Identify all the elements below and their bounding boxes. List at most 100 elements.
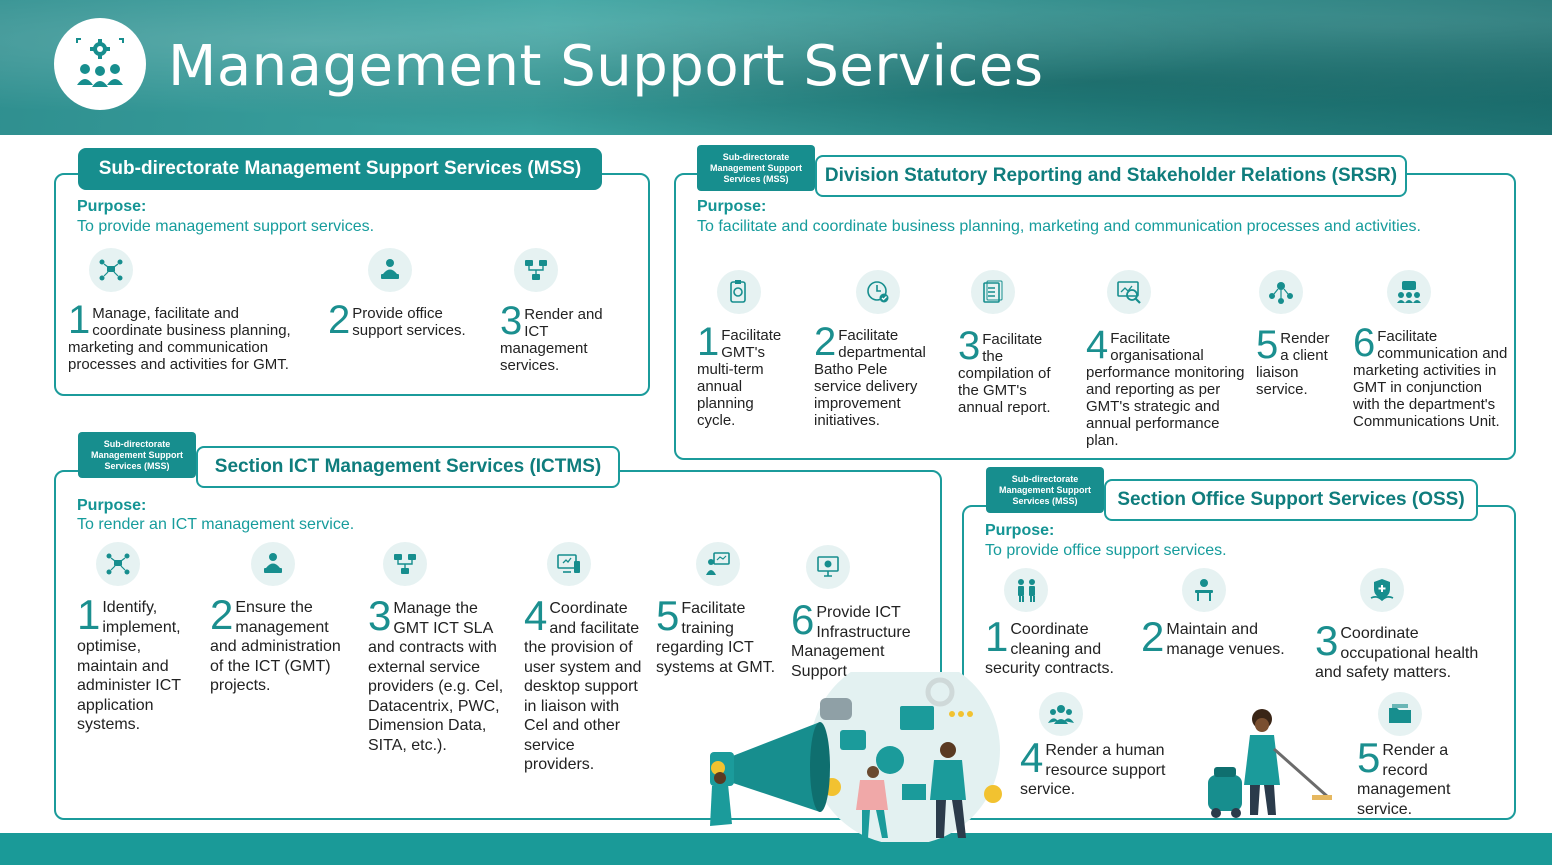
ictms-item-6-text: Provide ICT Infrastructure Management Su… bbox=[791, 604, 911, 680]
mss-item-3-text: Render and ICT management services. bbox=[500, 306, 603, 374]
ictms-item-3-number: 3 bbox=[368, 592, 392, 639]
mss-purpose-text: To provide management support services. bbox=[77, 218, 375, 235]
mss-item-1-text: Manage, facilitate and coordinate busine… bbox=[68, 305, 291, 373]
srsr-item-1-number: 1 bbox=[697, 320, 720, 364]
srsr-item-6-number: 6 bbox=[1353, 321, 1376, 365]
oss-purpose-label: Purpose: bbox=[985, 522, 1055, 539]
srsr-item-5-number: 5 bbox=[1256, 323, 1279, 367]
oss-item-2-number: 2 bbox=[1141, 613, 1165, 660]
health-safety-icon bbox=[1360, 568, 1404, 612]
srsr-item-2-number: 2 bbox=[814, 320, 837, 364]
srsr-purpose-text: To facilitate and coordinate business pl… bbox=[697, 218, 1421, 235]
oss-item-1-number: 1 bbox=[985, 613, 1009, 660]
ictms-item-6-number: 6 bbox=[791, 596, 815, 643]
srsr-purpose-label: Purpose: bbox=[697, 198, 767, 215]
oss-item-5-number: 5 bbox=[1357, 734, 1381, 781]
oss-item-4-number: 4 bbox=[1020, 734, 1044, 781]
oss-item-3-number: 3 bbox=[1315, 617, 1339, 664]
oss-item-2-text: Maintain and manage venues. bbox=[1166, 621, 1285, 658]
srsr-sub-label: Sub-directorate Management Support Servi… bbox=[697, 145, 815, 191]
client-liaison-icon bbox=[1259, 270, 1303, 314]
mss-item-2-number: 2 bbox=[328, 298, 351, 342]
srsr-item-2-text: Facilitate departmental Batho Pele servi… bbox=[814, 327, 926, 429]
marketing-megaphone-illustration bbox=[710, 672, 1002, 842]
infrastructure-icon bbox=[806, 545, 850, 589]
training-icon bbox=[696, 542, 740, 586]
sla-contracts-icon bbox=[383, 542, 427, 586]
srsr-panel bbox=[674, 173, 1516, 460]
desktop-support-icon bbox=[547, 542, 591, 586]
srsr-item-3-text: Facilitate the compilation of the GMT's … bbox=[958, 331, 1051, 416]
mss-item-1-number: 1 bbox=[68, 298, 91, 342]
human-resource-icon bbox=[1039, 692, 1083, 736]
ictms-purpose-label: Purpose: bbox=[77, 497, 147, 514]
footer-bar bbox=[0, 833, 1552, 865]
oss-title-tab: Section Office Support Services (OSS) bbox=[1104, 479, 1478, 521]
ictms-item-4-number: 4 bbox=[524, 592, 548, 639]
srsr-item-5-text: Render a client liaison service. bbox=[1256, 330, 1330, 398]
oss-item-3-text: Coordinate occupational health and safet… bbox=[1315, 625, 1479, 681]
srsr-item-6-text: Facilitate communication and marketing a… bbox=[1353, 328, 1508, 430]
ictms-item-5-number: 5 bbox=[656, 592, 680, 639]
ictms-item-5-text: Facilitate training regarding ICT system… bbox=[656, 600, 776, 676]
annual-report-icon bbox=[971, 270, 1015, 314]
ictms-item-3-text: Manage the GMT ICT SLA and contracts wit… bbox=[368, 600, 504, 754]
team-management-icon bbox=[54, 18, 146, 110]
mss-item-2-text: Provide office support services. bbox=[352, 305, 466, 339]
ictms-item-2-text: Ensure the management and administration… bbox=[210, 599, 341, 694]
venue-management-icon bbox=[1182, 568, 1226, 612]
ict-network-icon bbox=[514, 248, 558, 292]
ictms-item-4-text: Coordinate and facilitate the provision … bbox=[524, 600, 642, 773]
srsr-item-1-text: Facilitate GMT's multi-term annual plann… bbox=[697, 327, 782, 429]
oss-sub-label: Sub-directorate Management Support Servi… bbox=[986, 467, 1104, 513]
srsr-title-tab: Division Statutory Reporting and Stakeho… bbox=[815, 155, 1407, 197]
mss-purpose-label: Purpose: bbox=[77, 198, 147, 215]
cleaning-staff-illustration bbox=[1208, 709, 1332, 818]
coordination-icon bbox=[89, 248, 133, 292]
srsr-item-4-text: Facilitate organisational performance mo… bbox=[1086, 330, 1245, 449]
oss-purpose-text: To provide office support services. bbox=[985, 542, 1227, 559]
oss-panel bbox=[962, 505, 1516, 820]
office-support-icon bbox=[368, 248, 412, 292]
mss-title-tab: Sub-directorate Management Support Servi… bbox=[78, 148, 602, 190]
oss-item-5-text: Render a record management service. bbox=[1357, 742, 1451, 818]
ictms-item-2-number: 2 bbox=[210, 591, 234, 638]
ictms-sub-label: Sub-directorate Management Support Servi… bbox=[78, 432, 196, 478]
communication-icon bbox=[1387, 270, 1431, 314]
cleaning-security-icon bbox=[1004, 568, 1048, 612]
page-title: Management Support Services bbox=[168, 34, 1044, 99]
oss-item-4-text: Render a human resource support service. bbox=[1020, 742, 1166, 798]
clock-check-icon bbox=[856, 270, 900, 314]
srsr-item-3-number: 3 bbox=[958, 324, 981, 368]
ict-application-systems-icon bbox=[96, 542, 140, 586]
record-management-icon bbox=[1378, 692, 1422, 736]
header-banner: Management Support Services bbox=[0, 0, 1552, 135]
ictms-purpose-text: To render an ICT management service. bbox=[77, 516, 355, 533]
project-admin-icon bbox=[251, 542, 295, 586]
planning-clipboard-icon bbox=[717, 270, 761, 314]
ictms-title-tab: Section ICT Management Services (ICTMS) bbox=[196, 446, 620, 488]
mss-item-3-number: 3 bbox=[500, 299, 523, 343]
srsr-item-4-number: 4 bbox=[1086, 323, 1109, 367]
oss-item-1-text: Coordinate cleaning and security contrac… bbox=[985, 621, 1114, 677]
ictms-item-1-text: Identify, implement, optimise, maintain … bbox=[77, 599, 181, 733]
